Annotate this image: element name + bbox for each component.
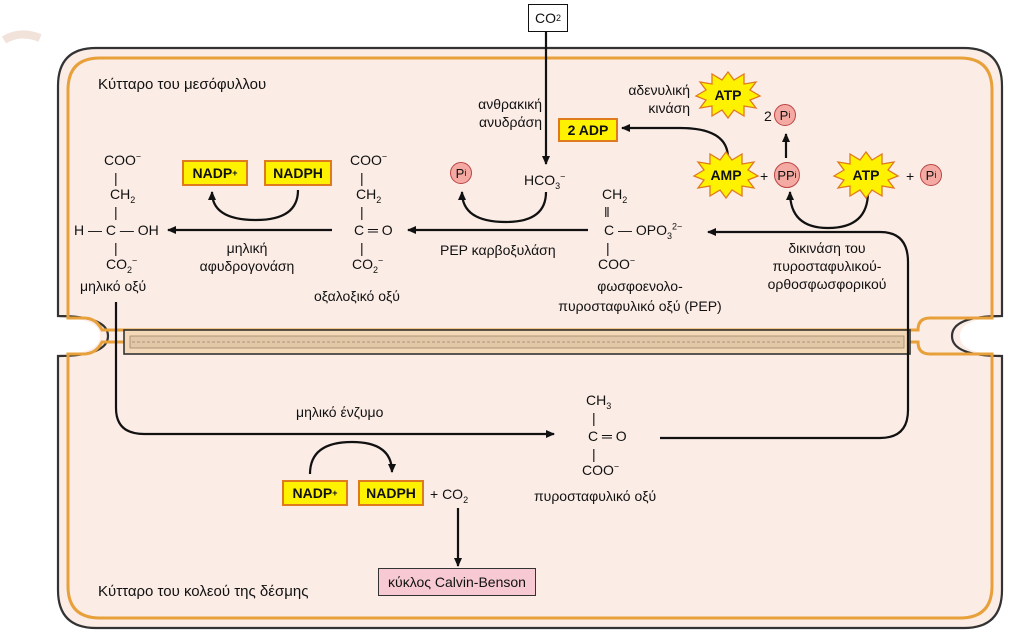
nadp-plus-box-mesophyll: NADP+ bbox=[182, 160, 248, 186]
malate-dehydrogenase-label-2: αφυδρογονάση bbox=[199, 258, 295, 274]
atp-star-adenylate bbox=[694, 70, 762, 120]
nadph-box-mesophyll: NADPH bbox=[264, 160, 332, 186]
amp-star bbox=[692, 150, 760, 200]
calvin-benson-box: κύκλος Calvin-Benson bbox=[378, 568, 536, 596]
malic-acid-label: μηλικό οξύ bbox=[80, 278, 147, 294]
atp-star-ppdk bbox=[832, 150, 900, 200]
carbonic-anhydrase-label-1: ανθρακική bbox=[478, 96, 542, 112]
two-adp-box: 2 ADP bbox=[558, 118, 618, 142]
plus-amp-ppi: + bbox=[760, 168, 769, 184]
ppdk-label-2: πυροσταφυλικού- bbox=[772, 258, 882, 274]
atp-label-ppdk: ATP bbox=[852, 167, 880, 183]
two-pi-prefix: 2 bbox=[764, 108, 772, 124]
pep-name-2: πυροσταφυλικό οξύ (PEP) bbox=[558, 298, 722, 314]
adenylate-kinase-label-1: αδενυλική bbox=[628, 82, 690, 98]
adenylate-kinase-label-2: κινάση bbox=[648, 100, 690, 116]
atp-label-adenylate: ATP bbox=[714, 87, 742, 103]
pyruvic-acid-label: πυροσταφυλικό οξύ bbox=[534, 488, 657, 504]
ppdk-label-3: ορθοσφωσφορικού bbox=[767, 276, 887, 292]
cell-outline-inner-top bbox=[66, 56, 994, 332]
oxaloacetic-acid-label: οξαλοξικό οξύ bbox=[314, 288, 400, 304]
carbonic-anhydrase-label-2: ανυδράση bbox=[478, 114, 542, 130]
nadph-box-bundle: NADPH bbox=[358, 480, 424, 506]
malic-enzyme-label: μηλικό ένζυμο bbox=[296, 404, 384, 420]
bundle-sheath-cell-label: Κύτταρο του κολεού της δέσμης bbox=[98, 583, 309, 600]
amp-label: AMP bbox=[710, 167, 742, 183]
ppdk-label-1: δικινάση του bbox=[788, 240, 866, 256]
plus-atp-pi: + bbox=[906, 168, 915, 184]
cell-outline-inner-bottom bbox=[66, 340, 994, 620]
malate-dehydrogenase-label-1: μηλική bbox=[226, 240, 268, 256]
bicarbonate-label: HCO3− bbox=[524, 171, 566, 191]
mesophyll-cell-label: Κύτταρο του μεσόφυλλου bbox=[98, 76, 267, 93]
pep-name-1: φωσφοενολο- bbox=[597, 278, 683, 294]
plus-co2-label: + CO2 bbox=[430, 486, 469, 505]
pep-carboxylase-label: PEP καρβοξυλάση bbox=[440, 242, 556, 258]
nadp-plus-box-bundle: NADP+ bbox=[282, 480, 348, 506]
